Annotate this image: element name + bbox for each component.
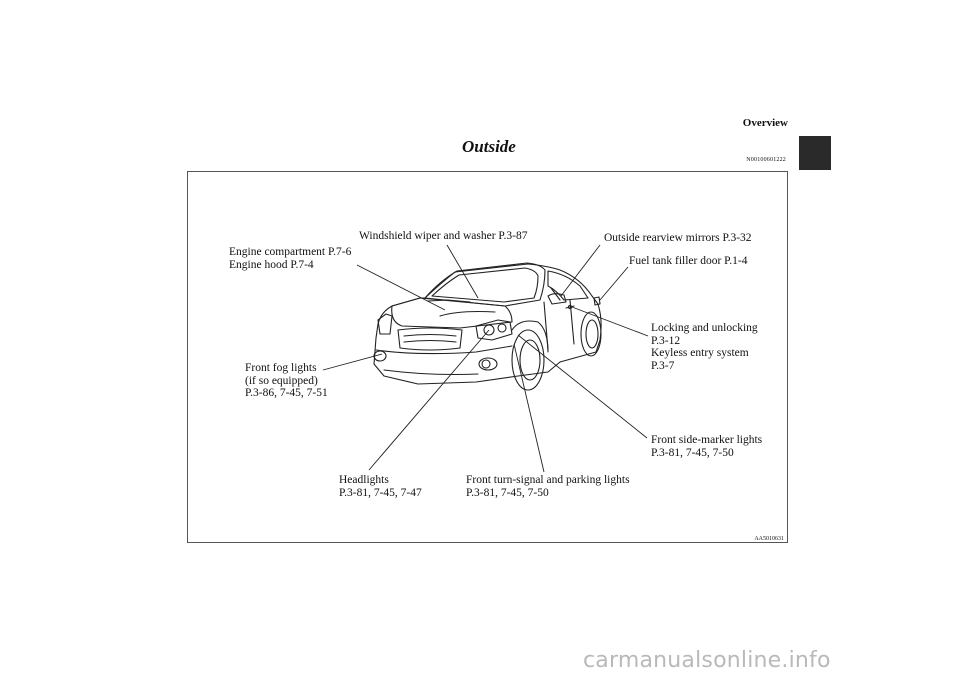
watermark-link[interactable]: carmanualsonline.info [583, 648, 831, 673]
leader-engine [356, 264, 446, 311]
leader-sidemarker [517, 334, 648, 439]
label-turn-signal: Front turn-signal and parking lights P.3… [466, 474, 630, 499]
fog-light-right [478, 357, 498, 371]
leader-windshield [446, 244, 479, 299]
leader-fog [322, 353, 383, 371]
label-windshield-wiper: Windshield wiper and washer P.3-87 [359, 230, 528, 242]
section-header: Overview [742, 117, 788, 129]
label-engine: Engine compartment P.7-6 Engine hood P.7… [229, 246, 352, 271]
windshield [424, 262, 546, 307]
label-locking-keyless: Locking and unlocking P.3-12 Keyless ent… [651, 322, 758, 372]
leader-locking [571, 306, 649, 337]
side-windows [547, 270, 589, 301]
label-fog-lights: Front fog lights (if so equipped) P.3-86… [245, 362, 328, 399]
label-side-marker: Front side-marker lights P.3-81, 7-45, 7… [651, 434, 763, 459]
windshield-inner [431, 267, 539, 303]
front-wheel [511, 329, 545, 391]
headlight-right [475, 319, 513, 341]
chapter-thumb-tab [799, 136, 831, 170]
headlight-left [377, 313, 393, 335]
rear-wheel [580, 311, 602, 357]
figure-frame [187, 171, 788, 543]
label-outside-mirrors: Outside rearview mirrors P.3-32 [604, 232, 752, 244]
car-body-outline [373, 263, 602, 385]
section-code: N00100601222 [746, 157, 786, 163]
page-title: Outside [462, 137, 516, 156]
leader-turn [513, 343, 545, 473]
label-fuel-door: Fuel tank filler door P.1-4 [629, 255, 748, 267]
front-grille [397, 327, 463, 351]
leader-mirrors [560, 244, 601, 297]
front-bumper [375, 345, 513, 355]
leader-fuel [599, 266, 629, 301]
side-mirror [547, 293, 567, 305]
leader-headlights [368, 329, 490, 471]
fuel-door [593, 296, 601, 306]
figure-code: AA5010631 [754, 536, 784, 542]
label-headlights: Headlights P.3-81, 7-45, 7-47 [339, 474, 422, 499]
